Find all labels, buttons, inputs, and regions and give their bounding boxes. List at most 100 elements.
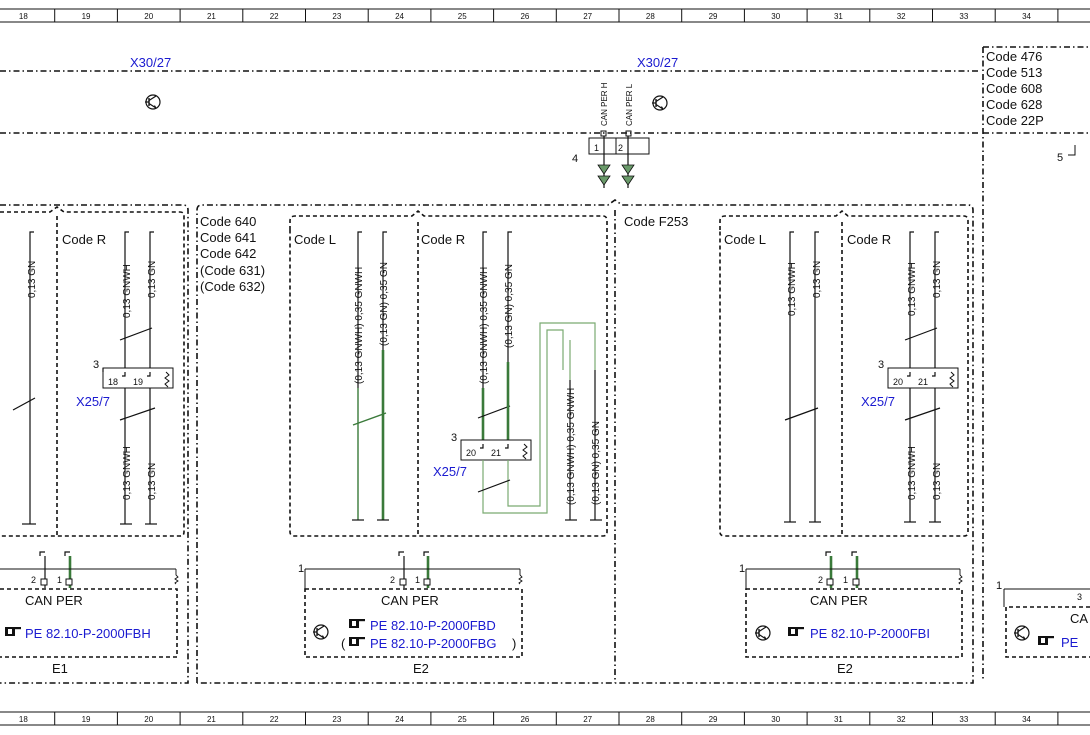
- code-f253: Code F253: [624, 214, 688, 229]
- ruler-bottom: [0, 711, 1090, 726]
- module-e2-b[interactable]: 1 2 1 CAN PER PE 82.10-P-2000FBI E2: [739, 551, 963, 676]
- group-frame-main: [196, 199, 974, 684]
- ruler-number-bottom: 27: [583, 715, 592, 724]
- module-e1[interactable]: 2 1 CAN PER PE 82.10-P-2000FBH E1: [0, 551, 179, 676]
- ref-link-fbg[interactable]: PE 82.10-P-2000FBG: [370, 636, 496, 651]
- ruler-number-bottom: 31: [834, 715, 843, 724]
- connector-number-4: 4: [572, 153, 578, 165]
- sub-frame-a: [0, 206, 185, 537]
- ruler-number-top: 29: [709, 12, 718, 21]
- code-476: Code 476: [986, 49, 1042, 64]
- code-513: Code 513: [986, 65, 1042, 80]
- ruler-number-bottom: 28: [646, 715, 655, 724]
- pointing-hand-icon: [788, 627, 804, 636]
- code-641: Code 641: [200, 230, 256, 245]
- module-e2-a[interactable]: 1 2 1 CAN PER PE 82.10-P-2000FBD ( PE 82…: [298, 551, 523, 676]
- svg-text:(0,13 GN) 0,35 GN: (0,13 GN) 0,35 GN: [379, 262, 390, 346]
- svg-text:0,13 GNWH: 0,13 GNWH: [907, 262, 918, 316]
- svg-text:CAN PER: CAN PER: [25, 593, 83, 608]
- module-name-e2: E2: [413, 661, 429, 676]
- svg-text:X25/7: X25/7: [433, 464, 467, 479]
- svg-text:3: 3: [1077, 592, 1082, 602]
- wire-b1: (0,13 GNWH) 0,35 GNWH: [352, 231, 387, 521]
- connector-number-5: 5: [1057, 152, 1063, 164]
- svg-text:18: 18: [108, 377, 118, 387]
- ruler-number-top: 25: [458, 12, 467, 21]
- svg-text:20: 20: [893, 377, 903, 387]
- ruler-number-top: 26: [520, 12, 529, 21]
- wire-b5: (0,13 GNWH) 0,35 GNWH: [565, 340, 577, 521]
- svg-text:(: (: [341, 636, 346, 651]
- svg-text:19: 19: [133, 377, 143, 387]
- transistor-symbol-icon: [1013, 625, 1030, 641]
- connector-x30-27[interactable]: CAN PER H CAN PER L 1 2 4: [572, 82, 650, 188]
- svg-text:0,13 GN: 0,13 GN: [932, 261, 943, 298]
- ruler-number-bottom: 18: [19, 715, 28, 724]
- pin-1: 1: [594, 143, 599, 153]
- svg-text:21: 21: [491, 448, 501, 458]
- ref-link-fbh[interactable]: PE 82.10-P-2000FBH: [25, 626, 151, 641]
- ruler-number-bottom: 25: [458, 715, 467, 724]
- ruler-number-top: 33: [959, 12, 968, 21]
- wire-route-loop: [482, 329, 564, 514]
- ruler-number-bottom: 26: [520, 715, 529, 724]
- svg-text:(0,13 GN) 0,35 GN: (0,13 GN) 0,35 GN: [504, 264, 515, 348]
- wire-a1: 0,13 GN: [12, 231, 38, 525]
- svg-text:1: 1: [843, 575, 848, 585]
- ref-link-partial[interactable]: PE: [1061, 635, 1079, 650]
- code-628: Code 628: [986, 97, 1042, 112]
- svg-text:1: 1: [57, 575, 62, 585]
- ruler-number-bottom: 33: [959, 715, 968, 724]
- ruler-number-top: 24: [395, 12, 404, 21]
- svg-text:21: 21: [918, 377, 928, 387]
- ref-link-fbd[interactable]: PE 82.10-P-2000FBD: [370, 618, 496, 633]
- pointing-hand-icon: [1038, 636, 1054, 645]
- connector-label-x30-right[interactable]: X30/27: [637, 55, 678, 70]
- ruler-number-top: 28: [646, 12, 655, 21]
- svg-text:CAN PER: CAN PER: [381, 593, 439, 608]
- wire-b3: (0,13 GNWH) 0,35 GNWH: [477, 231, 511, 446]
- ruler-number-bottom: 20: [144, 715, 153, 724]
- pin-label-can-per-l: CAN PER L: [625, 83, 634, 126]
- ruler-number-top: 20: [144, 12, 153, 21]
- pin-label-can-per-h: CAN PER H: [600, 82, 609, 126]
- svg-text:20: 20: [466, 448, 476, 458]
- svg-text:2: 2: [31, 575, 36, 585]
- connector-label-x30-left[interactable]: X30/27: [130, 55, 171, 70]
- svg-text:(0,13 GN) 0,35 GN: (0,13 GN) 0,35 GN: [591, 421, 602, 505]
- connector-x25-7-a[interactable]: 3 18 19 X25/7: [76, 359, 174, 409]
- svg-text:2: 2: [390, 575, 395, 585]
- code-r-label-a: Code R: [62, 232, 106, 247]
- svg-text:1: 1: [415, 575, 420, 585]
- connector-x25-7-c[interactable]: 3 20 21 X25/7: [861, 359, 959, 409]
- ruler-number-bottom: 21: [207, 715, 216, 724]
- ruler-number-bottom: 19: [82, 715, 91, 724]
- svg-text:): ): [512, 636, 516, 651]
- ruler-number-top: 27: [583, 12, 592, 21]
- svg-text:(0,13 GNWH) 0,35 GNWH: (0,13 GNWH) 0,35 GNWH: [566, 388, 577, 505]
- svg-text:0,13 GN: 0,13 GN: [932, 463, 943, 500]
- ruler-number-top: 30: [771, 12, 780, 21]
- ruler-number-bottom: 23: [332, 715, 341, 724]
- svg-text:0,13 GN: 0,13 GN: [147, 261, 158, 298]
- wire-c2: 0,13 GN: [809, 231, 823, 523]
- wire-b4: (0,13 GN) 0,35 GN: [504, 231, 515, 446]
- ref-link-fbi[interactable]: PE 82.10-P-2000FBI: [810, 626, 930, 641]
- svg-text:1: 1: [739, 563, 745, 575]
- transistor-symbol-icon: [312, 624, 329, 640]
- transistor-symbol-icon: [754, 625, 771, 641]
- ruler-number-top: 32: [897, 12, 906, 21]
- ruler-number-bottom: 24: [395, 715, 404, 724]
- code-640: Code 640: [200, 214, 256, 229]
- ruler-number-top: 21: [207, 12, 216, 21]
- svg-text:0,13 GN: 0,13 GN: [147, 463, 158, 500]
- svg-text:0,13 GNWH: 0,13 GNWH: [122, 446, 133, 500]
- module-partial-right[interactable]: 1 3 CA PE: [996, 580, 1090, 658]
- connector-x25-7-b[interactable]: 3 20 21 X25/7: [433, 432, 532, 479]
- ruler-number-top: 19: [82, 12, 91, 21]
- ruler-number-top: 18: [19, 12, 28, 21]
- module-name-e2-b: E2: [837, 661, 853, 676]
- ruler-number-bottom: 30: [771, 715, 780, 724]
- code-l-label-b: Code L: [294, 232, 336, 247]
- svg-text:(0,13 GNWH) 0,35 GNWH: (0,13 GNWH) 0,35 GNWH: [354, 267, 365, 384]
